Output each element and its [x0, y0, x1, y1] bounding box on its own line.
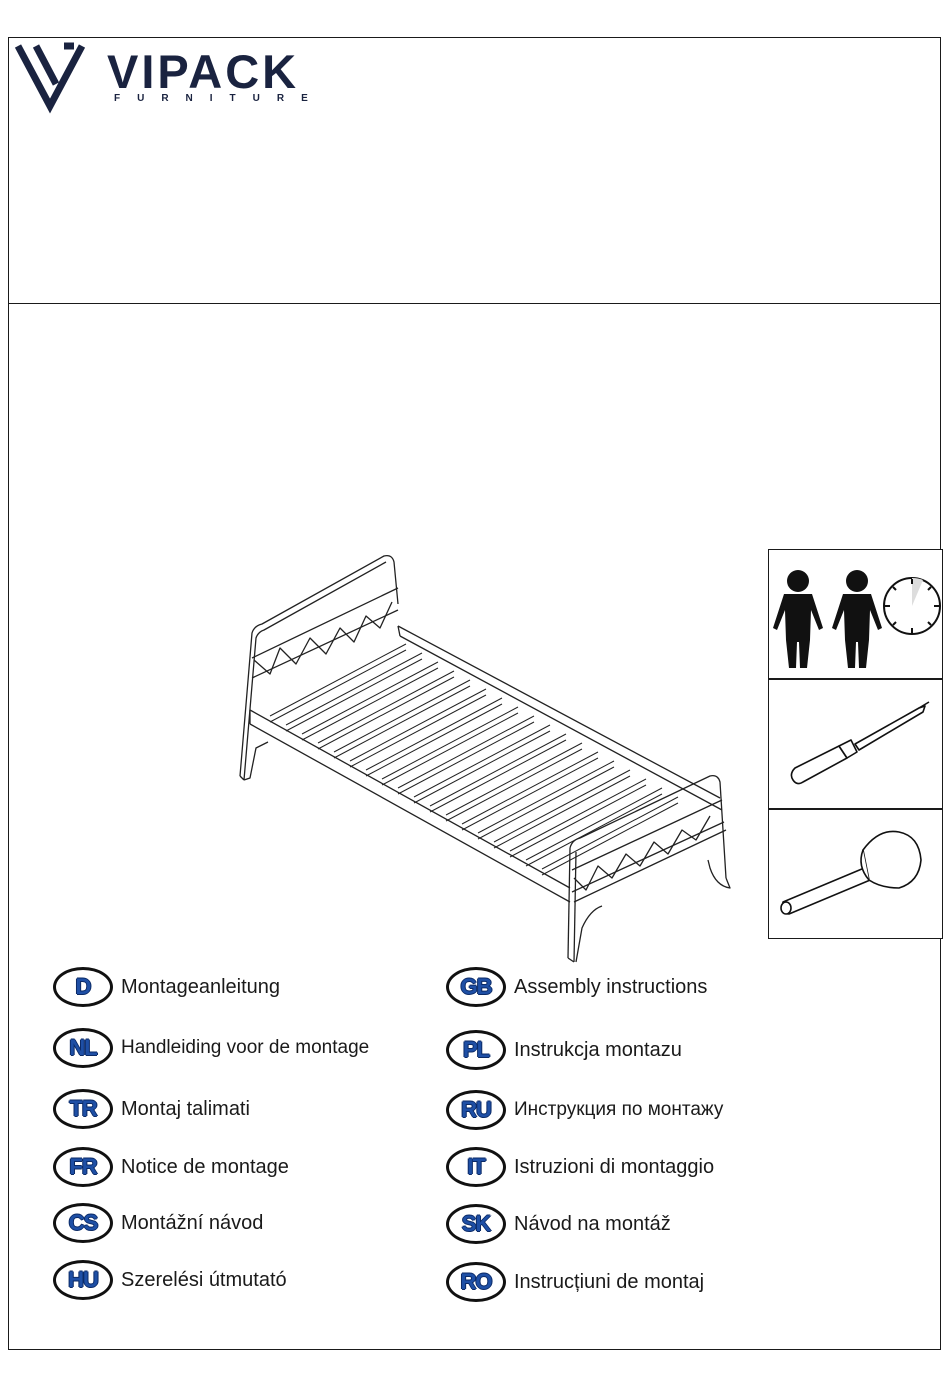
lang-badge: NL	[53, 1028, 113, 1068]
two-persons-icon	[773, 570, 882, 668]
lang-label: Montageanleitung	[121, 976, 280, 999]
brand-name: VIPACK	[107, 48, 299, 95]
lang-label: Návod na montáž	[514, 1213, 671, 1236]
lang-label: Istruzioni di montaggio	[514, 1156, 714, 1179]
screwdriver-box	[768, 679, 943, 809]
lang-badge: D	[53, 967, 113, 1007]
lang-badge: HU	[53, 1260, 113, 1300]
mallet-box	[768, 809, 943, 939]
lang-label: Инструкция по монтажу	[514, 1099, 723, 1121]
lang-item: GB Assembly instructions	[446, 965, 707, 1009]
lang-label: Montaj talimati	[121, 1098, 250, 1121]
lang-badge: IT	[446, 1147, 506, 1187]
lang-item: RO Instrucțiuni de montaj	[446, 1260, 704, 1304]
lang-item: NL Handleiding voor de montage	[53, 1026, 369, 1070]
persons-time-box	[768, 549, 943, 679]
lang-badge: RU	[446, 1090, 506, 1130]
lang-badge: FR	[53, 1147, 113, 1187]
lang-badge: GB	[446, 967, 506, 1007]
logo-mark-icon	[12, 40, 102, 115]
lang-badge: TR	[53, 1089, 113, 1129]
lang-label: Handleiding voor de montage	[121, 1037, 369, 1059]
lang-item: PL Instrukcja montazu	[446, 1028, 682, 1072]
lang-item: RU Инструкция по монтажу	[446, 1088, 723, 1132]
bed-illustration	[230, 548, 750, 968]
lang-item: FR Notice de montage	[53, 1145, 289, 1189]
lang-item: D Montageanleitung	[53, 965, 280, 1009]
lang-label: Assembly instructions	[514, 976, 707, 999]
lang-item: HU Szerelési útmutató	[53, 1258, 287, 1302]
lang-badge: RO	[446, 1262, 506, 1302]
lang-label: Notice de montage	[121, 1156, 289, 1179]
vipack-logo: VIPACK FURNITURE	[12, 40, 312, 115]
header-divider	[8, 303, 941, 304]
lang-badge: CS	[53, 1203, 113, 1243]
lang-label: Montážní návod	[121, 1212, 263, 1235]
lang-item: IT Istruzioni di montaggio	[446, 1145, 714, 1189]
lang-label: Szerelési útmutató	[121, 1269, 287, 1292]
screwdriver-icon	[769, 680, 944, 810]
brand-subtitle: FURNITURE	[114, 94, 325, 104]
lang-badge: PL	[446, 1030, 506, 1070]
lang-label: Instrucțiuni de montaj	[514, 1271, 704, 1294]
rubber-mallet-icon	[769, 810, 944, 940]
lang-item: TR Montaj talimati	[53, 1087, 250, 1131]
lang-label: Instrukcja montazu	[514, 1039, 682, 1062]
lang-item: CS Montážní návod	[53, 1201, 263, 1245]
clock-icon	[884, 578, 940, 634]
lang-badge: SK	[446, 1204, 506, 1244]
lang-item: SK Návod na montáž	[446, 1202, 671, 1246]
